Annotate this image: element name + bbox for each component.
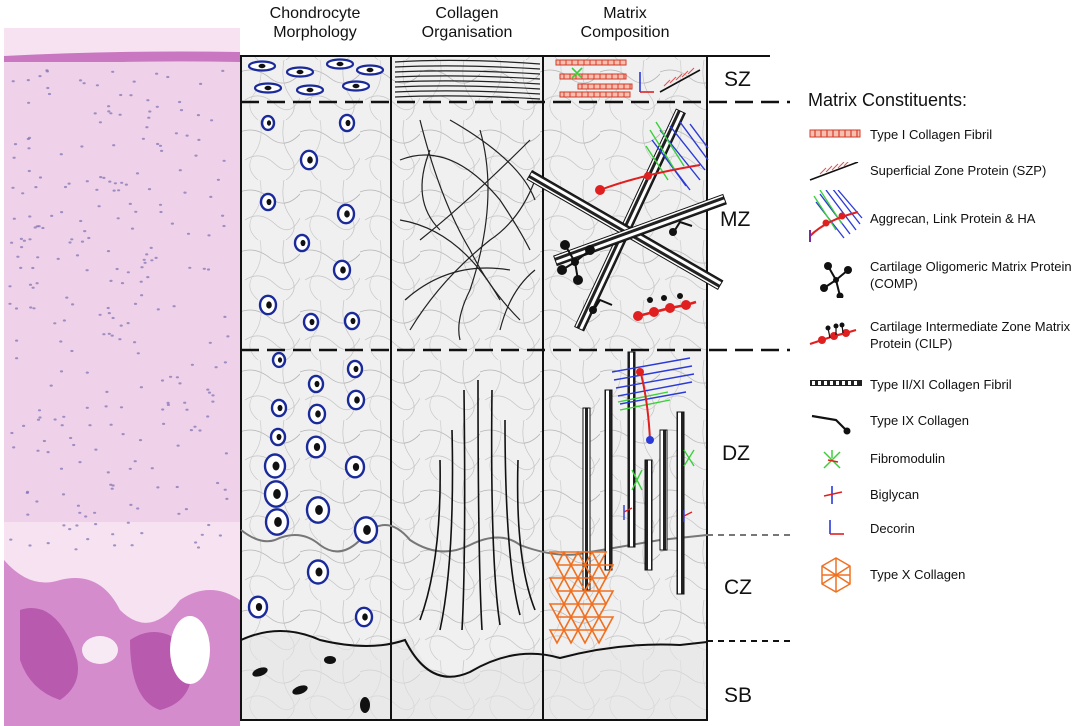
szp-icon — [809, 162, 859, 181]
cartilage-schematic-panel — [236, 50, 796, 726]
legend-label: Aggrecan, Link Protein & HA — [870, 211, 1036, 226]
zone-label-dz: DZ — [722, 442, 750, 465]
zone-label-cz: CZ — [724, 576, 752, 599]
legend-label: Type I Collagen Fibril — [870, 127, 993, 142]
legend-item-type-ii-xi-collagen: Type II/XI Collagen Fibril — [806, 376, 1084, 412]
type-ix-collagen-icon — [811, 414, 851, 435]
comp-icon — [820, 262, 852, 298]
legend-item-decorin: Decorin — [806, 520, 1084, 556]
legend-item-biglycan: Biglycan — [806, 486, 1084, 522]
aggrecan-icon — [809, 190, 863, 242]
legend-label: Cartilage Intermediate Zone Matrix Prote… — [870, 319, 1071, 351]
legend-item-cilp: Cartilage Intermediate Zone Matrix Prote… — [806, 318, 1084, 354]
header-matrix-composition: Matrix Composition — [580, 5, 670, 41]
legend-label: Cartilage Oligomeric Matrix Protein (COM… — [870, 259, 1072, 291]
legend-item-type-ix-collagen: Type IX Collagen — [806, 412, 1084, 448]
legend-label: Decorin — [870, 521, 915, 536]
legend-item-comp: Cartilage Oligomeric Matrix Protein (COM… — [806, 258, 1084, 298]
zone-label-mz: MZ — [720, 208, 751, 231]
legend-label: Fibromodulin — [870, 451, 946, 466]
legend-item-fibromodulin: Fibromodulin — [806, 450, 1084, 486]
zone-label-sb: SB — [724, 684, 753, 707]
type-ii-xi-collagen-fibril-icon — [810, 380, 862, 386]
type-x-collagen-icon — [821, 557, 851, 593]
legend-item-type-x-collagen: Type X Collagen — [806, 556, 1084, 600]
decorin-icon — [829, 520, 844, 535]
biglycan-icon — [823, 486, 843, 504]
legend-item-aggrecan: Aggrecan, Link Protein & HA — [806, 190, 1084, 242]
legend-item-type-i-collagen: Type I Collagen Fibril — [806, 126, 1084, 162]
legend-label: Biglycan — [870, 487, 920, 502]
header-chondrocyte-morphology: Chondrocyte Morphology — [269, 5, 361, 41]
legend-label: Superficial Zone Protein (SZP) — [870, 163, 1047, 178]
legend-label: Type X Collagen — [870, 567, 966, 582]
header-collagen-organisation: Collagen Organisation — [421, 5, 513, 41]
cilp-icon — [809, 322, 857, 346]
legend-label: Type II/XI Collagen Fibril — [870, 377, 1012, 392]
type-i-collagen-fibril-icon — [809, 129, 861, 138]
zone-label-sz: SZ — [724, 68, 751, 91]
legend-label: Type IX Collagen — [870, 413, 970, 428]
histology-micrograph — [0, 0, 240, 726]
legend-item-szp: Superficial Zone Protein (SZP) — [806, 162, 1084, 198]
legend-title: Matrix Constituents: — [808, 90, 968, 110]
fibromodulin-icon — [823, 450, 841, 469]
